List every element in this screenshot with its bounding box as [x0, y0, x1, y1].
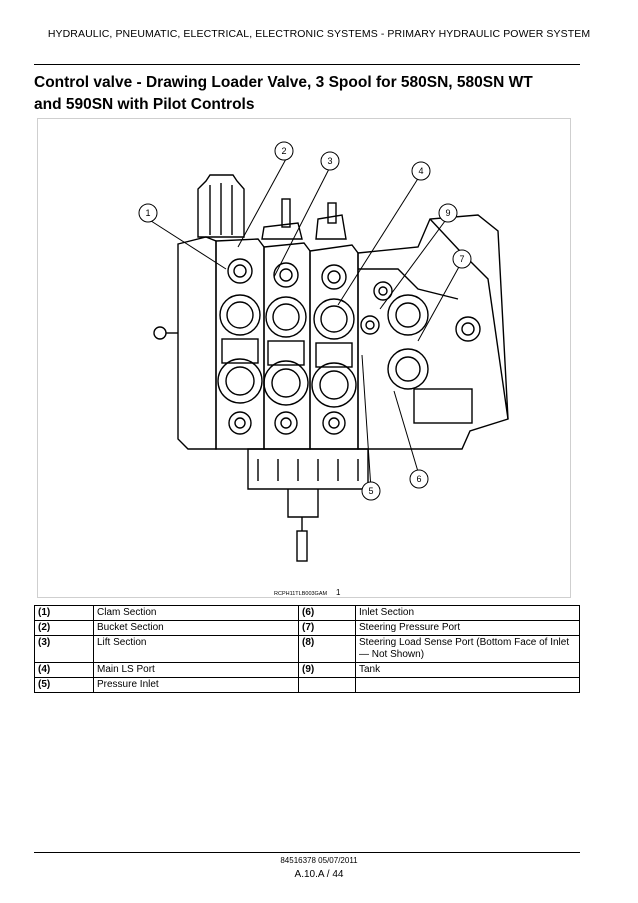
legend-description: Bucket Section: [93, 620, 299, 636]
table-row: (2) Bucket Section (7) Steering Pressure…: [34, 620, 580, 636]
section-header: HYDRAULIC, PNEUMATIC, ELECTRICAL, ELECTR…: [47, 28, 591, 40]
callout-bubbles: 1 2 3 4 5 6 7 9: [138, 141, 472, 501]
callout-1: 1: [145, 208, 150, 218]
title-line-2: and 590SN with Pilot Controls: [34, 96, 255, 113]
legend-number: (4): [34, 662, 94, 678]
callout-6: 6: [416, 474, 421, 484]
table-row: (4) Main LS Port (9) Tank: [34, 662, 580, 678]
figure-number: 1: [336, 588, 341, 597]
valve-drawing-figure: 1 2 3 4 5 6 7 9: [37, 118, 571, 598]
header-rule: [34, 64, 580, 65]
callout-3: 3: [327, 156, 332, 166]
legend-description: Lift Section: [93, 635, 299, 663]
page-title: Control valve - Drawing Loader Valve, 3 …: [34, 72, 594, 116]
legend-table: (1) Clam Section (6) Inlet Section (2) B…: [34, 605, 580, 693]
legend-description: Clam Section: [93, 605, 299, 621]
legend-number: (7): [298, 620, 356, 636]
legend-number: (1): [34, 605, 94, 621]
legend-description: Inlet Section: [355, 605, 580, 621]
footer-rule: [34, 852, 580, 853]
legend-description: Tank: [355, 662, 580, 678]
valve-cap: [197, 174, 245, 238]
legend-description: Main LS Port: [93, 662, 299, 678]
callout-2: 2: [281, 146, 286, 156]
legend-number: (2): [34, 620, 94, 636]
legend-number: (6): [298, 605, 356, 621]
legend-description: [355, 677, 580, 693]
table-row: (1) Clam Section (6) Inlet Section: [34, 605, 580, 621]
title-line-1: Control valve - Drawing Loader Valve, 3 …: [34, 74, 533, 91]
legend-number: (3): [34, 635, 94, 663]
legend-description: Steering Pressure Port: [355, 620, 580, 636]
legend-number: (8): [298, 635, 356, 663]
footer-document-number: 84516378 05/07/2011: [280, 856, 358, 865]
figure-code: RCPH11TLB003GAM: [274, 591, 328, 597]
inlet-section: [357, 214, 509, 450]
table-row: (5) Pressure Inlet: [34, 677, 580, 693]
legend-description: Pressure Inlet: [93, 677, 299, 693]
valve-drawing: 1 2 3 4 5 6 7 9: [138, 141, 509, 562]
footer-page-number: A.10.A / 44: [294, 869, 344, 880]
table-row: (3) Lift Section (8) Steering Load Sense…: [34, 635, 580, 663]
legend-number: [298, 677, 356, 693]
callout-9: 9: [445, 208, 450, 218]
callout-leaders: [147, 158, 461, 490]
callout-5: 5: [368, 486, 373, 496]
callout-4: 4: [418, 166, 423, 176]
legend-number: (5): [34, 677, 94, 693]
callout-7: 7: [459, 254, 464, 264]
legend-number: (9): [298, 662, 356, 678]
legend-description: Steering Load Sense Port (Bottom Face of…: [355, 635, 580, 663]
